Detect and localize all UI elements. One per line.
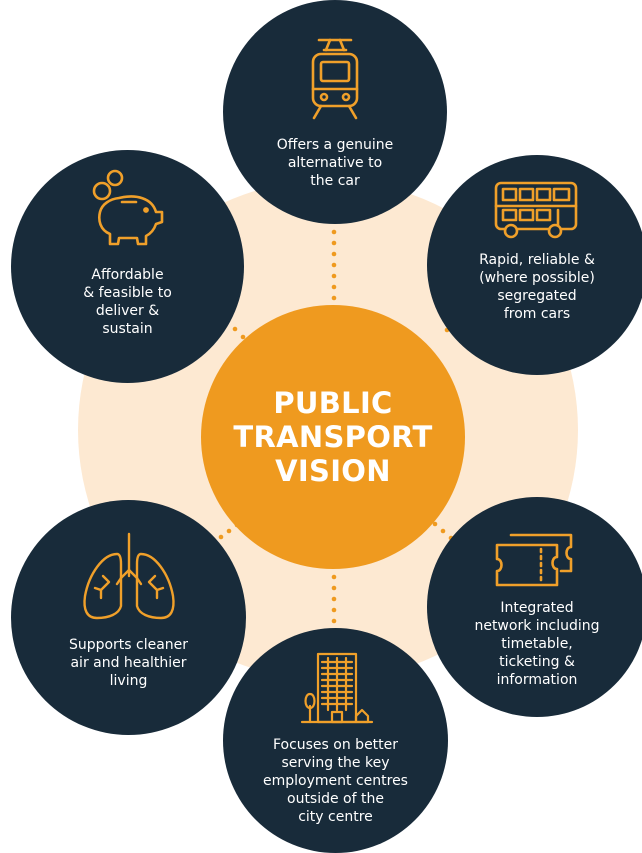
connector-dot [226,528,232,534]
connector-dot [432,521,438,527]
connector-dot [331,574,337,580]
node-employment-centres: Focuses on better serving the key employ… [223,628,448,853]
connector-dot [218,534,224,540]
node-label: Offers a genuine alternative to the car [276,137,394,189]
double-decker-bus-icon [494,181,578,239]
node-affordable: Affordable & feasible to deliver & susta… [11,150,244,383]
hub-title: PUBLIC TRANSPORT VISION [233,386,433,488]
connector-dot [331,596,337,602]
connector-dot [331,273,337,279]
tickets-icon [495,533,573,587]
piggy-bank-coins-icon [92,169,163,246]
connector-dot [331,585,337,591]
tram-icon [311,38,359,120]
node-genuine-alternative: Offers a genuine alternative to the car [223,0,447,224]
connector-dot [232,326,238,332]
lungs-icon [82,532,175,620]
node-label: Supports cleaner air and healthier livin… [68,637,189,689]
connector-dot [331,295,337,301]
node-label: Rapid, reliable & (where possible) segre… [479,252,595,322]
connector-dot [331,607,337,613]
connector-dot [331,251,337,257]
node-rapid-reliable: Rapid, reliable & (where possible) segre… [427,155,642,375]
node-integrated-network: Integrated network including timetable, … [427,497,642,717]
node-cleaner-air: Supports cleaner air and healthier livin… [11,500,246,735]
connector-dot [331,229,337,235]
node-label: Affordable & feasible to deliver & susta… [83,267,172,337]
connector-dot [331,618,337,624]
connector-dot [331,262,337,268]
connector-dot [331,284,337,290]
connector-dot [440,528,446,534]
vision-hub: PUBLIC TRANSPORT VISION [201,305,465,569]
node-label: Focuses on better serving the key employ… [263,737,408,825]
node-label: Integrated network including timetable, … [474,600,600,688]
connector-dot [331,240,337,246]
office-building-icon [300,652,373,724]
